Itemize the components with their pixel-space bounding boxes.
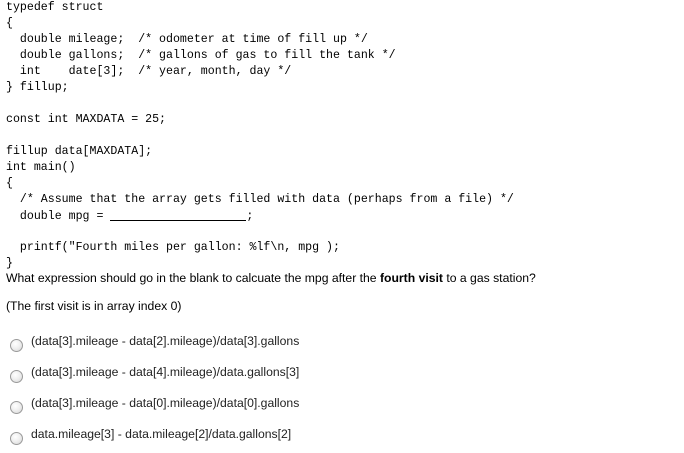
code-line: double gallons; /* gallons of gas to fil… <box>6 49 396 62</box>
code-line: } <box>6 257 13 270</box>
answer-blank <box>110 208 247 221</box>
code-line: int main() <box>6 161 76 174</box>
code-line <box>6 224 514 240</box>
answer-option[interactable]: (data[3].mileage - data[4].mileage)/data… <box>10 362 300 383</box>
answer-option[interactable]: data.mileage[3] - data.mileage[2]/data.g… <box>10 424 292 445</box>
answer-option-label[interactable]: (data[3].mileage - data[2].mileage)/data… <box>31 334 300 348</box>
radio-button[interactable] <box>10 400 23 414</box>
answer-option-label[interactable]: (data[3].mileage - data[4].mileage)/data… <box>31 365 300 379</box>
code-line <box>6 128 514 144</box>
answer-option-label[interactable]: (data[3].mileage - data[0].mileage)/data… <box>31 396 300 410</box>
question-text: What expression should go in the blank t… <box>6 270 536 286</box>
code-line: printf("Fourth miles per gallon: %lf\n, … <box>6 241 340 254</box>
answer-option[interactable]: (data[3].mileage - data[0].mileage)/data… <box>10 393 300 414</box>
answer-option-label[interactable]: data.mileage[3] - data.mileage[2]/data.g… <box>31 427 292 441</box>
code-line: const int MAXDATA = 25; <box>6 113 167 126</box>
radio-button[interactable] <box>10 338 23 352</box>
code-line: fillup data[MAXDATA]; <box>6 145 153 158</box>
radio-button[interactable] <box>10 431 23 445</box>
code-line: } fillup; <box>6 81 69 94</box>
code-line-with-blank: double mpg = ; <box>6 208 514 224</box>
question-emphasis: fourth visit <box>379 271 443 285</box>
question-prefix: What expression should go in the blank t… <box>6 271 380 285</box>
code-line: int date[3]; /* year, month, day */ <box>6 65 292 78</box>
code-line: double mileage; /* odometer at time of f… <box>6 33 368 46</box>
answer-option[interactable]: (data[3].mileage - data[2].mileage)/data… <box>10 331 300 352</box>
code-line: /* Assume that the array gets filled wit… <box>6 193 514 206</box>
question-suffix: to a gas station? <box>442 271 536 285</box>
code-line: typedef struct <box>6 1 104 14</box>
question-note: (The first visit is in array index 0) <box>6 299 182 313</box>
code-block: typedef struct { double mileage; /* odom… <box>6 0 514 272</box>
code-line: { <box>6 177 13 190</box>
code-text: double mpg = <box>6 210 111 223</box>
code-line: { <box>6 17 13 30</box>
radio-button[interactable] <box>10 369 23 383</box>
code-text: ; <box>246 210 254 223</box>
code-line <box>6 96 514 112</box>
